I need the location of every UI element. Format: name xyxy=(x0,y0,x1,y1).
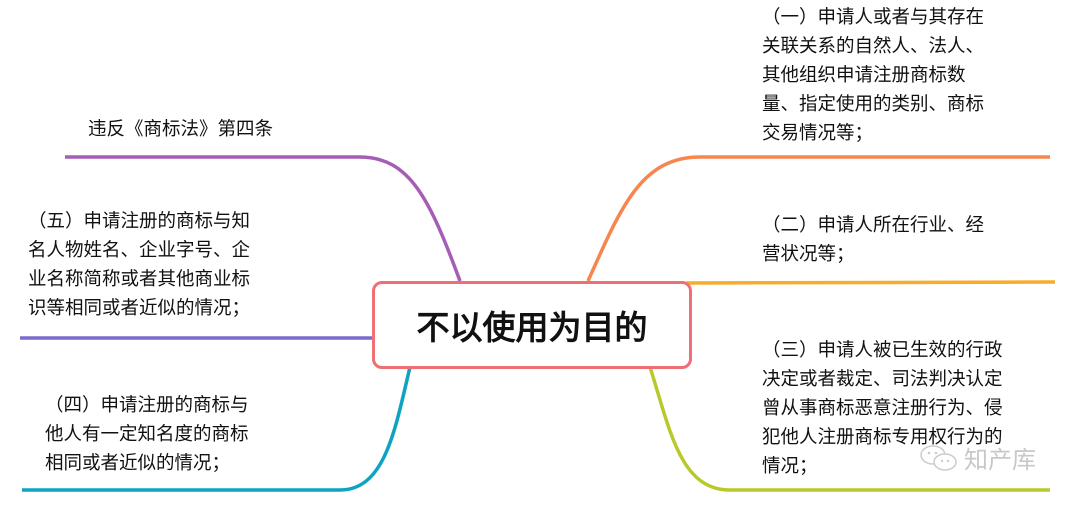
node-text-line: （三）申请人被已生效的行政 xyxy=(762,340,1003,361)
node-text-line: 量、指定使用的类别、商标 xyxy=(762,94,985,115)
node-two: （二）申请人所在行业、经 营状况等； xyxy=(762,211,984,269)
branch-line-two xyxy=(685,280,1056,285)
node-text-line: 名人物姓名、企业字号、企 xyxy=(28,240,251,261)
node-three: （三）申请人被已生效的行政 决定或者裁定、司法判决认定 曾从事商标恶意注册行为、… xyxy=(762,336,1003,481)
watermark: 知产库 xyxy=(918,440,1036,475)
node-four: （四）申请注册的商标与 他人有一定知名度的商标 相同或者近似的情况； xyxy=(45,391,249,478)
node-text-line: 犯他人注册商标专用权行为的 xyxy=(762,427,1003,448)
branch-line-three xyxy=(648,366,1050,492)
watermark-text: 知产库 xyxy=(964,446,1036,474)
node-five: （五）申请注册的商标与知 名人物姓名、企业字号、企 业名称简称或者其他商业标 识… xyxy=(28,207,250,323)
branch-line-four xyxy=(22,366,412,492)
node-text-line: 违反《商标法》第四条 xyxy=(88,119,274,140)
node-text-line: 业名称简称或者其他商业标 xyxy=(28,269,251,290)
node-text-line: 营状况等； xyxy=(762,244,855,265)
node-text-line: （五）申请注册的商标与知 xyxy=(28,211,251,232)
node-text-line: 他人有一定知名度的商标 xyxy=(45,424,249,445)
branch-line-law xyxy=(65,155,462,282)
node-one: （一）申请人或者与其存在 关联关系的自然人、法人、 其他组织申请注册商标数 量、… xyxy=(762,3,984,148)
node-text-line: 关联关系的自然人、法人、 xyxy=(762,36,985,57)
wechat-icon xyxy=(920,444,957,471)
node-text-line: （二）申请人所在行业、经 xyxy=(762,215,985,236)
node-text-line: 曾从事商标恶意注册行为、侵 xyxy=(762,398,1003,419)
node-text-line: 相同或者近似的情况； xyxy=(45,453,231,474)
branch-line-one xyxy=(586,155,1050,282)
node-text-line: （一）申请人或者与其存在 xyxy=(762,7,985,28)
node-text-line: 情况； xyxy=(762,456,818,477)
node-text-line: 其他组织申请注册商标数 xyxy=(762,65,966,86)
node-text-line: （四）申请注册的商标与 xyxy=(45,395,249,416)
node-text-line: 识等相同或者近似的情况； xyxy=(28,298,251,319)
node-law: 违反《商标法》第四条 xyxy=(88,115,273,144)
node-text-line: 决定或者裁定、司法判决认定 xyxy=(762,369,1003,390)
central-topic: 不以使用为目的 xyxy=(372,281,692,369)
node-text-line: 交易情况等； xyxy=(762,123,874,144)
